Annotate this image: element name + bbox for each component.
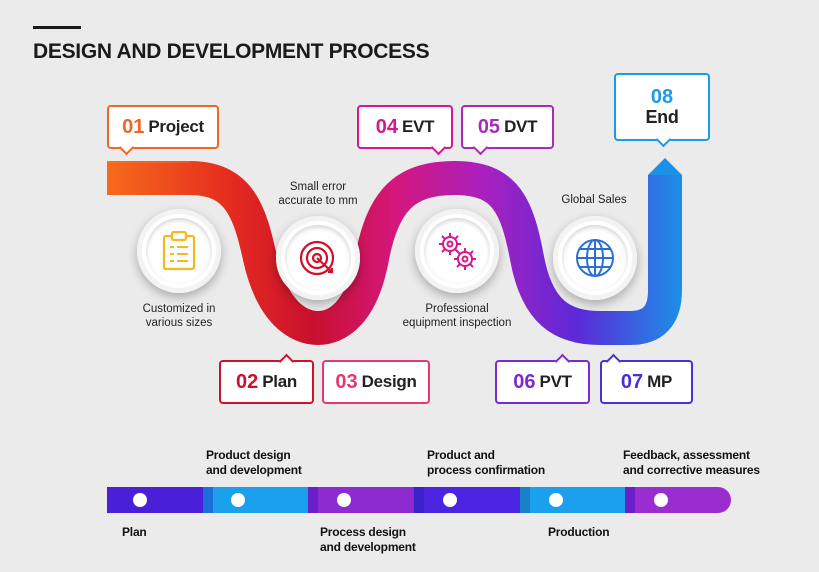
timeline-dot <box>231 493 245 507</box>
step-label: DVT <box>504 117 538 136</box>
step-number: 05 <box>477 115 501 138</box>
globe-icon <box>576 239 614 277</box>
note-global: Global Sales <box>561 194 627 206</box>
feature-circle-global <box>553 216 637 300</box>
step-number: 01 <box>122 115 145 138</box>
note-accuracy: Small error accurate to mm <box>278 181 358 208</box>
timeline-label-product-design: Product design and development <box>206 448 302 477</box>
timeline-label-process-design: Process design and development <box>320 525 416 554</box>
step-number: 02 <box>236 370 259 393</box>
feature-circle-accuracy <box>276 216 360 300</box>
step-callout-03: 03 Design <box>322 360 430 404</box>
title-accent-bar <box>33 26 81 29</box>
timeline-dot <box>443 493 457 507</box>
step-callout-08: 08 End <box>614 73 710 148</box>
gears-icon <box>439 233 476 270</box>
timeline-label-plan: Plan <box>122 525 147 539</box>
step-number: 07 <box>620 370 644 393</box>
timeline-dot <box>549 493 563 507</box>
timeline-dot <box>337 493 351 507</box>
timeline-dot <box>654 493 668 507</box>
step-label: EVT <box>402 117 435 136</box>
step-label: Project <box>148 117 204 136</box>
step-callout-01: 01 Project <box>107 105 219 156</box>
step-callout-04: 04 EVT <box>357 105 453 156</box>
step-number: 04 <box>375 115 399 138</box>
timeline-dot <box>133 493 147 507</box>
note-inspection: Professional equipment inspection <box>402 303 512 330</box>
clipboard-icon <box>162 231 196 271</box>
step-label: End <box>645 107 679 128</box>
step-number: 08 <box>650 86 674 109</box>
timeline-label-product-confirmation: Product and process confirmation <box>427 448 546 477</box>
step-label: Plan <box>262 372 297 391</box>
step-number: 03 <box>335 370 358 393</box>
timeline-label-feedback: Feedback, assessment and corrective meas… <box>623 448 760 477</box>
step-number: 06 <box>513 370 536 393</box>
step-callout-05: 05 DVT <box>461 105 554 156</box>
step-callout-02: 02 Plan <box>219 353 314 404</box>
timeline-label-production: Production <box>548 525 610 539</box>
step-label: Design <box>361 372 417 391</box>
note-customized: Customized in various sizes <box>142 303 216 330</box>
feature-circle-customized <box>137 209 221 293</box>
step-callout-07: 07 MP <box>600 353 693 404</box>
step-label: MP <box>647 372 673 391</box>
target-icon <box>299 240 335 276</box>
page-title: DESIGN AND DEVELOPMENT PROCESS <box>33 40 430 63</box>
step-callout-06: 06 PVT <box>495 353 590 404</box>
feature-circle-inspection <box>415 209 499 293</box>
step-label: PVT <box>539 372 572 391</box>
